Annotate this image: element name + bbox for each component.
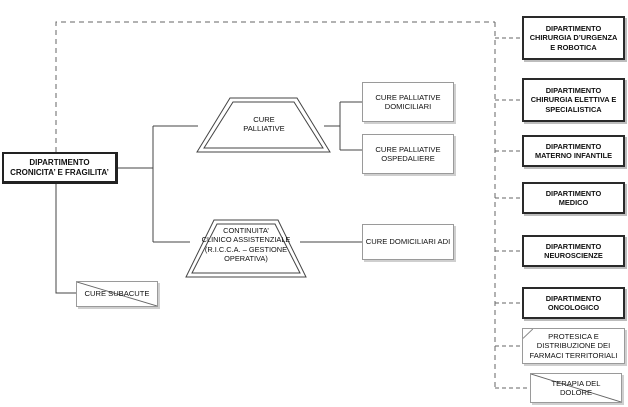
palliative-hospital-box: CURE PALLIATIVE OSPEDALIERE xyxy=(362,134,454,174)
diagonal-strike xyxy=(77,282,157,306)
dept-oncology: DIPARTIMENTO ONCOLOGICO xyxy=(522,287,625,319)
main-department-line1: DIPARTIMENTO xyxy=(29,157,90,167)
palliative-label: CURE PALLIATIVE xyxy=(243,115,285,134)
palliative-trapezoid xyxy=(196,97,331,153)
service-pain-therapy-box: TERAPIA DEL DOLORE xyxy=(530,373,622,403)
link-to-subacute xyxy=(55,182,76,294)
dept-neuroscience: DIPARTIMENTO NEUROSCIENZE xyxy=(522,235,625,267)
main-department-box: DIPARTIMENTO CRONICITA’ E FRAGILITA’ xyxy=(2,152,118,184)
home-care-adi-box: CURE DOMICILIARI ADI xyxy=(362,224,454,260)
continuity-trapezoid xyxy=(185,219,307,278)
continuity-label: CONTINUITA’ CLINICO ASSISTENZIALE (R.I.C… xyxy=(201,226,291,263)
dept-medical: DIPARTIMENTO MEDICO xyxy=(522,182,625,214)
dept-maternal-child: DIPARTIMENTO MATERNO INFANTILE xyxy=(522,135,625,167)
subacute-box: CURE SUBACUTE xyxy=(76,281,158,307)
corner-mark xyxy=(523,329,534,339)
dashed-link-top xyxy=(55,21,495,152)
dept-emergency-surgery: DIPARTIMENTO CHIRURGIA D’URGENZA E ROBOT… xyxy=(522,16,625,60)
palliative-home-box: CURE PALLIATIVE DOMICILIARI xyxy=(362,82,454,122)
main-department-line2: CRONICITA’ E FRAGILITA’ xyxy=(10,167,109,177)
service-prosthetics-box: PROTESICA E DISTRIBUZIONE DEI FARMACI TE… xyxy=(522,328,625,364)
diagonal-strike xyxy=(531,374,621,402)
dept-elective-surgery: DIPARTIMENTO CHIRURGIA ELETTIVA E SPECIA… xyxy=(522,78,625,122)
